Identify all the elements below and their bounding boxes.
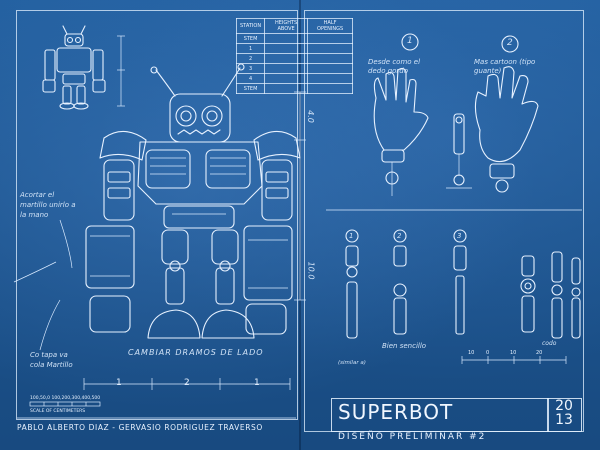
table-cell: 2 — [235, 53, 266, 64]
joint-number: 2 — [397, 232, 402, 240]
table-header: STATION — [235, 18, 266, 34]
joint1-note: (similar a) — [338, 360, 366, 366]
table-cell — [307, 43, 354, 54]
table-cell — [264, 83, 309, 94]
table-cell: 4 — [235, 73, 266, 84]
table-cell: STEM — [235, 33, 266, 44]
hand2-note: Mas cartoon (tipo guante) — [474, 58, 536, 75]
ruler-tick-label: 10 — [468, 350, 475, 356]
dimension-lower-label: 10.0 — [306, 261, 316, 280]
table-header: HEIGHTS ABOVE — [264, 18, 309, 34]
table-cell — [264, 43, 309, 54]
ruler-tick-label: 10 — [510, 350, 517, 356]
hand1-number: 1 — [407, 36, 413, 46]
dimension-segment-label: 2 — [184, 378, 190, 388]
note-left-arm: Acortar el martillo unirlo a la mano — [20, 191, 76, 219]
main-robot-drawing — [13, 63, 306, 390]
table-cell: STEM — [235, 83, 266, 94]
table-row: STEM — [235, 33, 354, 44]
joint-number: 3 — [457, 232, 462, 240]
hand1-note: Desde como el dedo gordo — [368, 58, 421, 75]
table-cell: 1 — [235, 43, 266, 54]
table-cell — [307, 73, 354, 84]
note-bottom-left: Co tapa va cola Martillo — [30, 351, 73, 369]
project-title: SUPERBOT — [338, 400, 454, 424]
authors-credit: PABLO ALBERTO DIAZ - GERVASIO RODRIGUEZ … — [17, 423, 263, 432]
ruler-tick-label: 20 — [536, 350, 543, 356]
table-cell — [307, 33, 354, 44]
joint-sketches — [326, 209, 582, 364]
hand2-number: 2 — [507, 38, 513, 48]
dimension-upper-label: 4.0 — [305, 110, 315, 123]
table-row: STEM — [235, 83, 354, 94]
scale-label: SCALE OF CENTIMETERS — [30, 409, 86, 414]
left-page-border — [16, 10, 298, 420]
table-row: 3 — [235, 63, 354, 74]
table-cell — [264, 53, 309, 64]
wrist-joint-sketch — [446, 113, 472, 189]
table-header-row: STATION HEIGHTS ABOVE HALF OPENINGS — [235, 18, 354, 34]
station-table: STATION HEIGHTS ABOVE HALF OPENINGS STEM… — [235, 18, 354, 94]
table-cell — [264, 73, 309, 84]
table-cell — [264, 33, 309, 44]
scale-numbers: 100,50,0 100,200,300,400,500 — [30, 396, 101, 401]
joint2-note: Bien sencillo — [382, 342, 427, 350]
hand-sketch-1 — [373, 33, 429, 196]
joint-number: 1 — [349, 232, 354, 240]
year-block — [547, 398, 582, 432]
title-block — [331, 398, 549, 432]
table-cell: 3 — [235, 63, 266, 74]
table-header: HALF OPENINGS — [307, 18, 354, 34]
drawing-subtitle: DISEÑO PRELIMINAR #2 — [338, 432, 487, 442]
dimension-segment-label: 1 — [116, 378, 122, 388]
table-cell — [307, 83, 354, 94]
table-cell — [264, 63, 309, 74]
table-cell — [307, 63, 354, 74]
table-row: 2 — [235, 53, 354, 64]
table-row: 1 — [235, 43, 354, 54]
dimension-segment-label: 1 — [254, 378, 260, 388]
robot-thumbnail — [42, 25, 125, 110]
note-feet: CAMBIAR DRAMOS DE LADO — [128, 348, 264, 357]
joint4-note: codo — [542, 340, 557, 347]
hand-sketch-2 — [474, 35, 539, 193]
table-row: 4 — [235, 73, 354, 84]
ruler-tick-label: 0 — [486, 350, 490, 356]
scale-bar — [17, 401, 296, 419]
table-cell — [307, 53, 354, 64]
